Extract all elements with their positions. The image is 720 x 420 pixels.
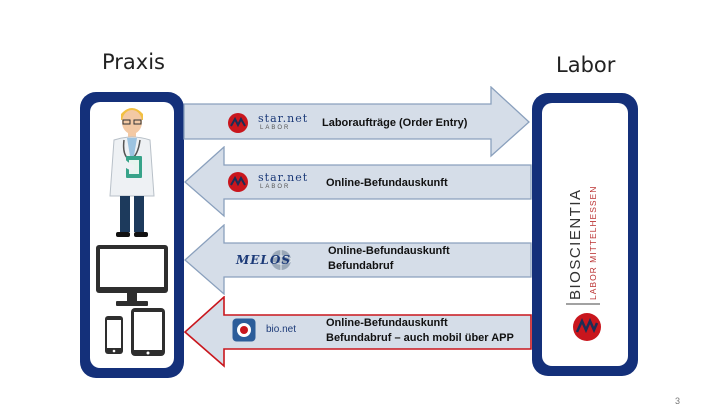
arrow-label-line: Online-Befundauskunft (326, 177, 448, 189)
arrow-bionet-mobile (184, 296, 532, 368)
arrow-label-line: Befundabruf (328, 260, 394, 272)
monitor-icon (96, 245, 168, 306)
brand-name: BIOSCIENTIA (567, 188, 584, 300)
praxis-heading: Praxis (102, 50, 165, 74)
bionet-app-icon (232, 318, 256, 342)
starnet-logo-text: star.net (258, 112, 309, 125)
arrow-befundauskunft-starnet (184, 146, 532, 218)
starnet-icon (228, 172, 248, 192)
melos-globe-icon (270, 250, 292, 270)
labor-panel (532, 93, 638, 376)
arrow-order-entry (183, 86, 530, 158)
doctor-icon (109, 108, 155, 237)
labor-heading: Labor (556, 53, 616, 77)
bionet-logo-text: bio.net (266, 324, 297, 335)
arrow-label-line: Laboraufträge (Order Entry) (322, 117, 468, 129)
arrow-label-line: Online-Befundauskunft (328, 245, 450, 257)
arrow-befundauskunft-melos (184, 224, 532, 296)
tablet-icon (131, 308, 165, 356)
bioscientia-logo: BIOSCIENTIA LABOR MITTELHESSEN (566, 186, 600, 305)
phone-icon (105, 316, 123, 354)
melos-logo-text: MELOS (236, 253, 291, 267)
starnet-icon (228, 113, 248, 133)
arrow-label-line: Online-Befundauskunft (326, 317, 448, 329)
starnet-logo-sub: LABOR (260, 125, 291, 131)
arrow-label-line: Befundabruf – auch mobil über APP (326, 332, 514, 344)
starnet-logo-sub: LABOR (260, 184, 291, 190)
bioscientia-emblem-icon (573, 313, 601, 341)
starnet-logo-text: star.net (258, 171, 309, 184)
brand-subtitle: LABOR MITTELHESSEN (588, 186, 598, 300)
page-number: 3 (674, 396, 680, 406)
